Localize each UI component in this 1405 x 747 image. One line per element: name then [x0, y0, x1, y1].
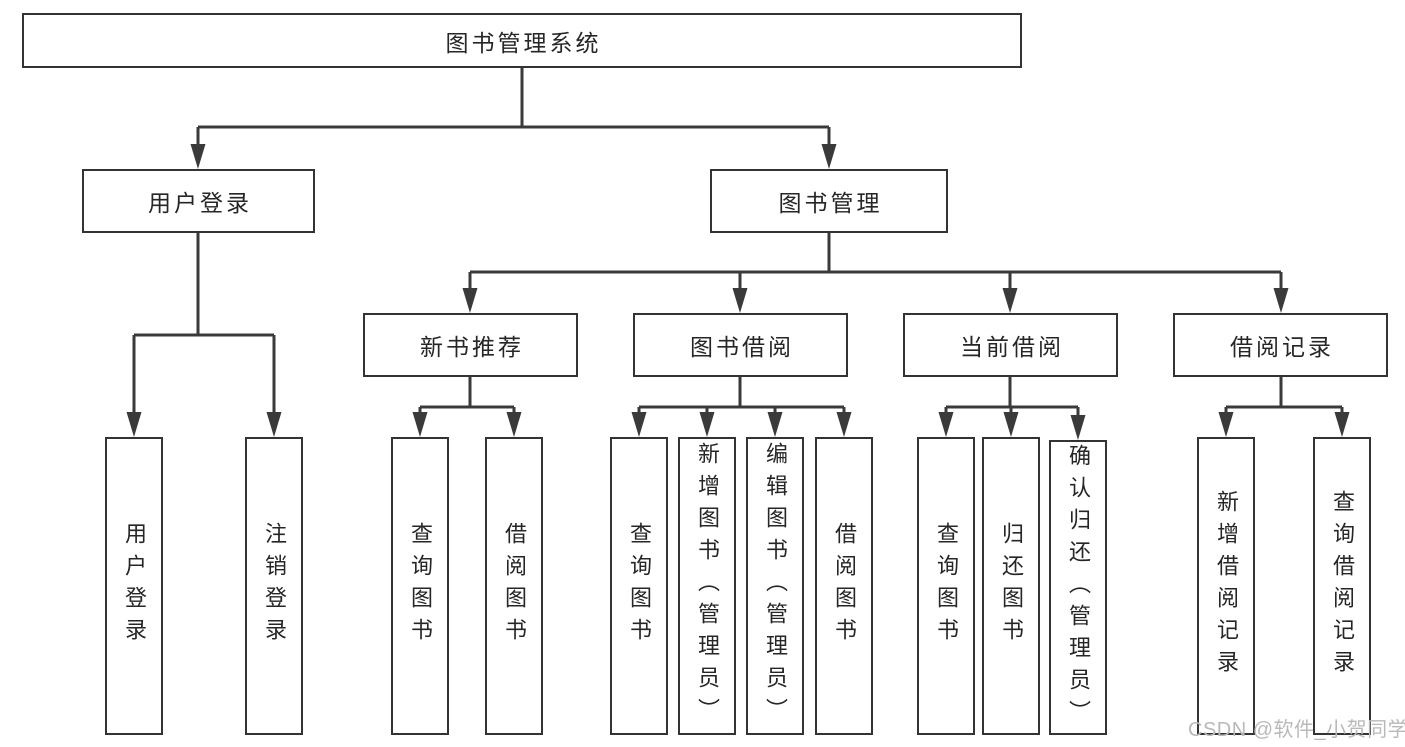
node-book-borrowing-label: 图书借阅: [690, 334, 794, 360]
node-user-login-label: 用户登录: [148, 190, 252, 216]
leaf-user-login-label: 用户登录: [122, 522, 147, 650]
leaf-borrow-borrow-books-label: 借阅图书: [832, 522, 857, 650]
leaf-logout: 注销登录: [245, 437, 303, 735]
leaf-borrow-query-books-label: 查询图书: [627, 522, 652, 650]
node-borrowing-records: 借阅记录: [1173, 313, 1388, 377]
node-borrowing-records-label: 借阅记录: [1230, 334, 1334, 360]
node-book-borrowing: 图书借阅: [633, 313, 848, 377]
leaf-borrow-add-books-admin: 新增图书（管理员）: [678, 437, 736, 735]
node-new-book-recommendation-label: 新书推荐: [420, 334, 524, 360]
leaf-borrow-borrow-books: 借阅图书: [815, 437, 873, 735]
leaf-current-return-books: 归还图书: [982, 437, 1040, 735]
node-root-label: 图书管理系统: [445, 29, 602, 56]
leaf-records-query-record-label: 查询借阅记录: [1330, 490, 1355, 682]
node-book-management-label: 图书管理: [778, 190, 883, 216]
leaf-borrow-query-books: 查询图书: [610, 437, 668, 735]
node-user-login: 用户登录: [82, 169, 315, 233]
node-current-borrowing: 当前借阅: [903, 313, 1118, 377]
node-root: 图书管理系统: [22, 13, 1022, 68]
leaf-current-query-books-label: 查询图书: [934, 522, 959, 650]
leaf-current-return-books-label: 归还图书: [999, 522, 1024, 650]
leaf-records-query-record: 查询借阅记录: [1313, 437, 1371, 735]
node-current-borrowing-label: 当前借阅: [960, 334, 1064, 360]
leaf-borrow-add-books-admin-label: 新增图书（管理员）: [695, 442, 720, 730]
leaf-current-query-books: 查询图书: [917, 437, 975, 735]
leaf-recommend-query-books-label: 查询图书: [408, 522, 433, 650]
leaf-logout-label: 注销登录: [262, 522, 287, 650]
leaf-borrow-edit-books-admin-label: 编辑图书（管理员）: [763, 442, 788, 730]
leaf-borrow-edit-books-admin: 编辑图书（管理员）: [746, 437, 804, 735]
leaf-user-login: 用户登录: [105, 437, 163, 735]
leaf-current-confirm-return-admin: 确认归还（管理员）: [1049, 440, 1107, 735]
leaf-recommend-borrow-books: 借阅图书: [485, 437, 543, 735]
leaf-records-add-record-label: 新增借阅记录: [1214, 490, 1239, 682]
leaf-recommend-borrow-books-label: 借阅图书: [502, 522, 527, 650]
watermark: CSDN @软件_小贺同学: [1188, 719, 1405, 741]
leaf-recommend-query-books: 查询图书: [391, 437, 449, 735]
leaf-records-add-record: 新增借阅记录: [1197, 437, 1255, 735]
leaf-current-confirm-return-admin-label: 确认归还（管理员）: [1066, 443, 1091, 732]
node-book-management: 图书管理: [710, 169, 948, 233]
node-new-book-recommendation: 新书推荐: [363, 313, 578, 377]
